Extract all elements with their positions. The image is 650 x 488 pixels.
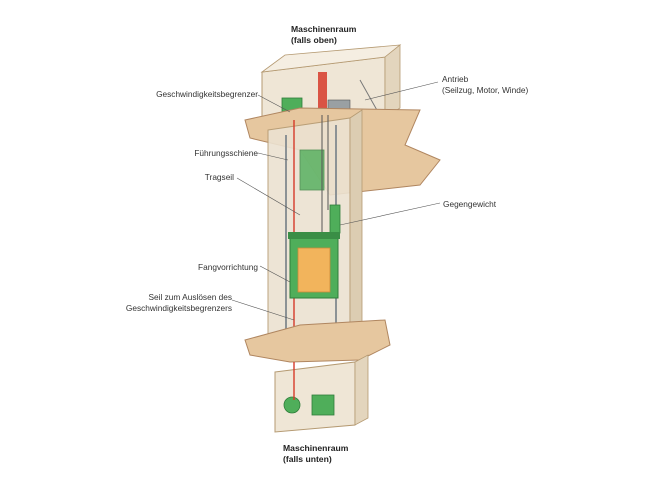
governor-rope-line2: Geschwindigkeitsbegrenzers [125, 302, 232, 313]
label-drive: Antrieb (Seilzug, Motor, Winde) [442, 74, 528, 95]
label-governor-rope: Seil zum Auslösen des Geschwindigkeitsbe… [126, 292, 232, 313]
drive-line2: (Seilzug, Motor, Winde) [442, 84, 529, 95]
label-safety-gear: Fangvorrichtung [198, 262, 258, 273]
machine-room-top-line1: Maschinenraum [291, 24, 357, 34]
counterweight-text: Gegengewicht [443, 199, 497, 209]
drive-motor [318, 72, 327, 114]
machine-room-bottom-line2: (falls unten) [283, 454, 332, 464]
counterweight-block [329, 204, 341, 234]
label-speed-governor: Geschwindigkeitsbegrenzer [156, 89, 258, 100]
governor-rope-line1: Seil zum Auslösen des [148, 292, 232, 302]
drive-line1: Antrieb [442, 74, 469, 84]
machine-room-top-line2: (falls oben) [291, 35, 337, 45]
machine-room-top-title: Maschinenraum (falls oben) [291, 24, 356, 46]
speed-governor-text: Geschwindigkeitsbegrenzer [156, 89, 258, 99]
bottom-machine-room [274, 354, 369, 433]
elevator-car [288, 232, 340, 299]
safety-gear-text: Fangvorrichtung [198, 262, 258, 272]
suspension-rope-text: Tragseil [204, 172, 234, 182]
machine-room-bottom-title: Maschinenraum (falls unten) [283, 443, 348, 465]
label-counterweight: Gegengewicht [443, 199, 496, 210]
leader-lines [231, 81, 441, 321]
label-guide-rail: Führungsschiene [194, 148, 258, 159]
machine-room-bottom-line1: Maschinenraum [283, 443, 349, 453]
lower-floor-slab [244, 319, 391, 363]
label-suspension-rope: Tragseil [205, 172, 234, 183]
guide-rail-text: Führungsschiene [194, 148, 258, 158]
